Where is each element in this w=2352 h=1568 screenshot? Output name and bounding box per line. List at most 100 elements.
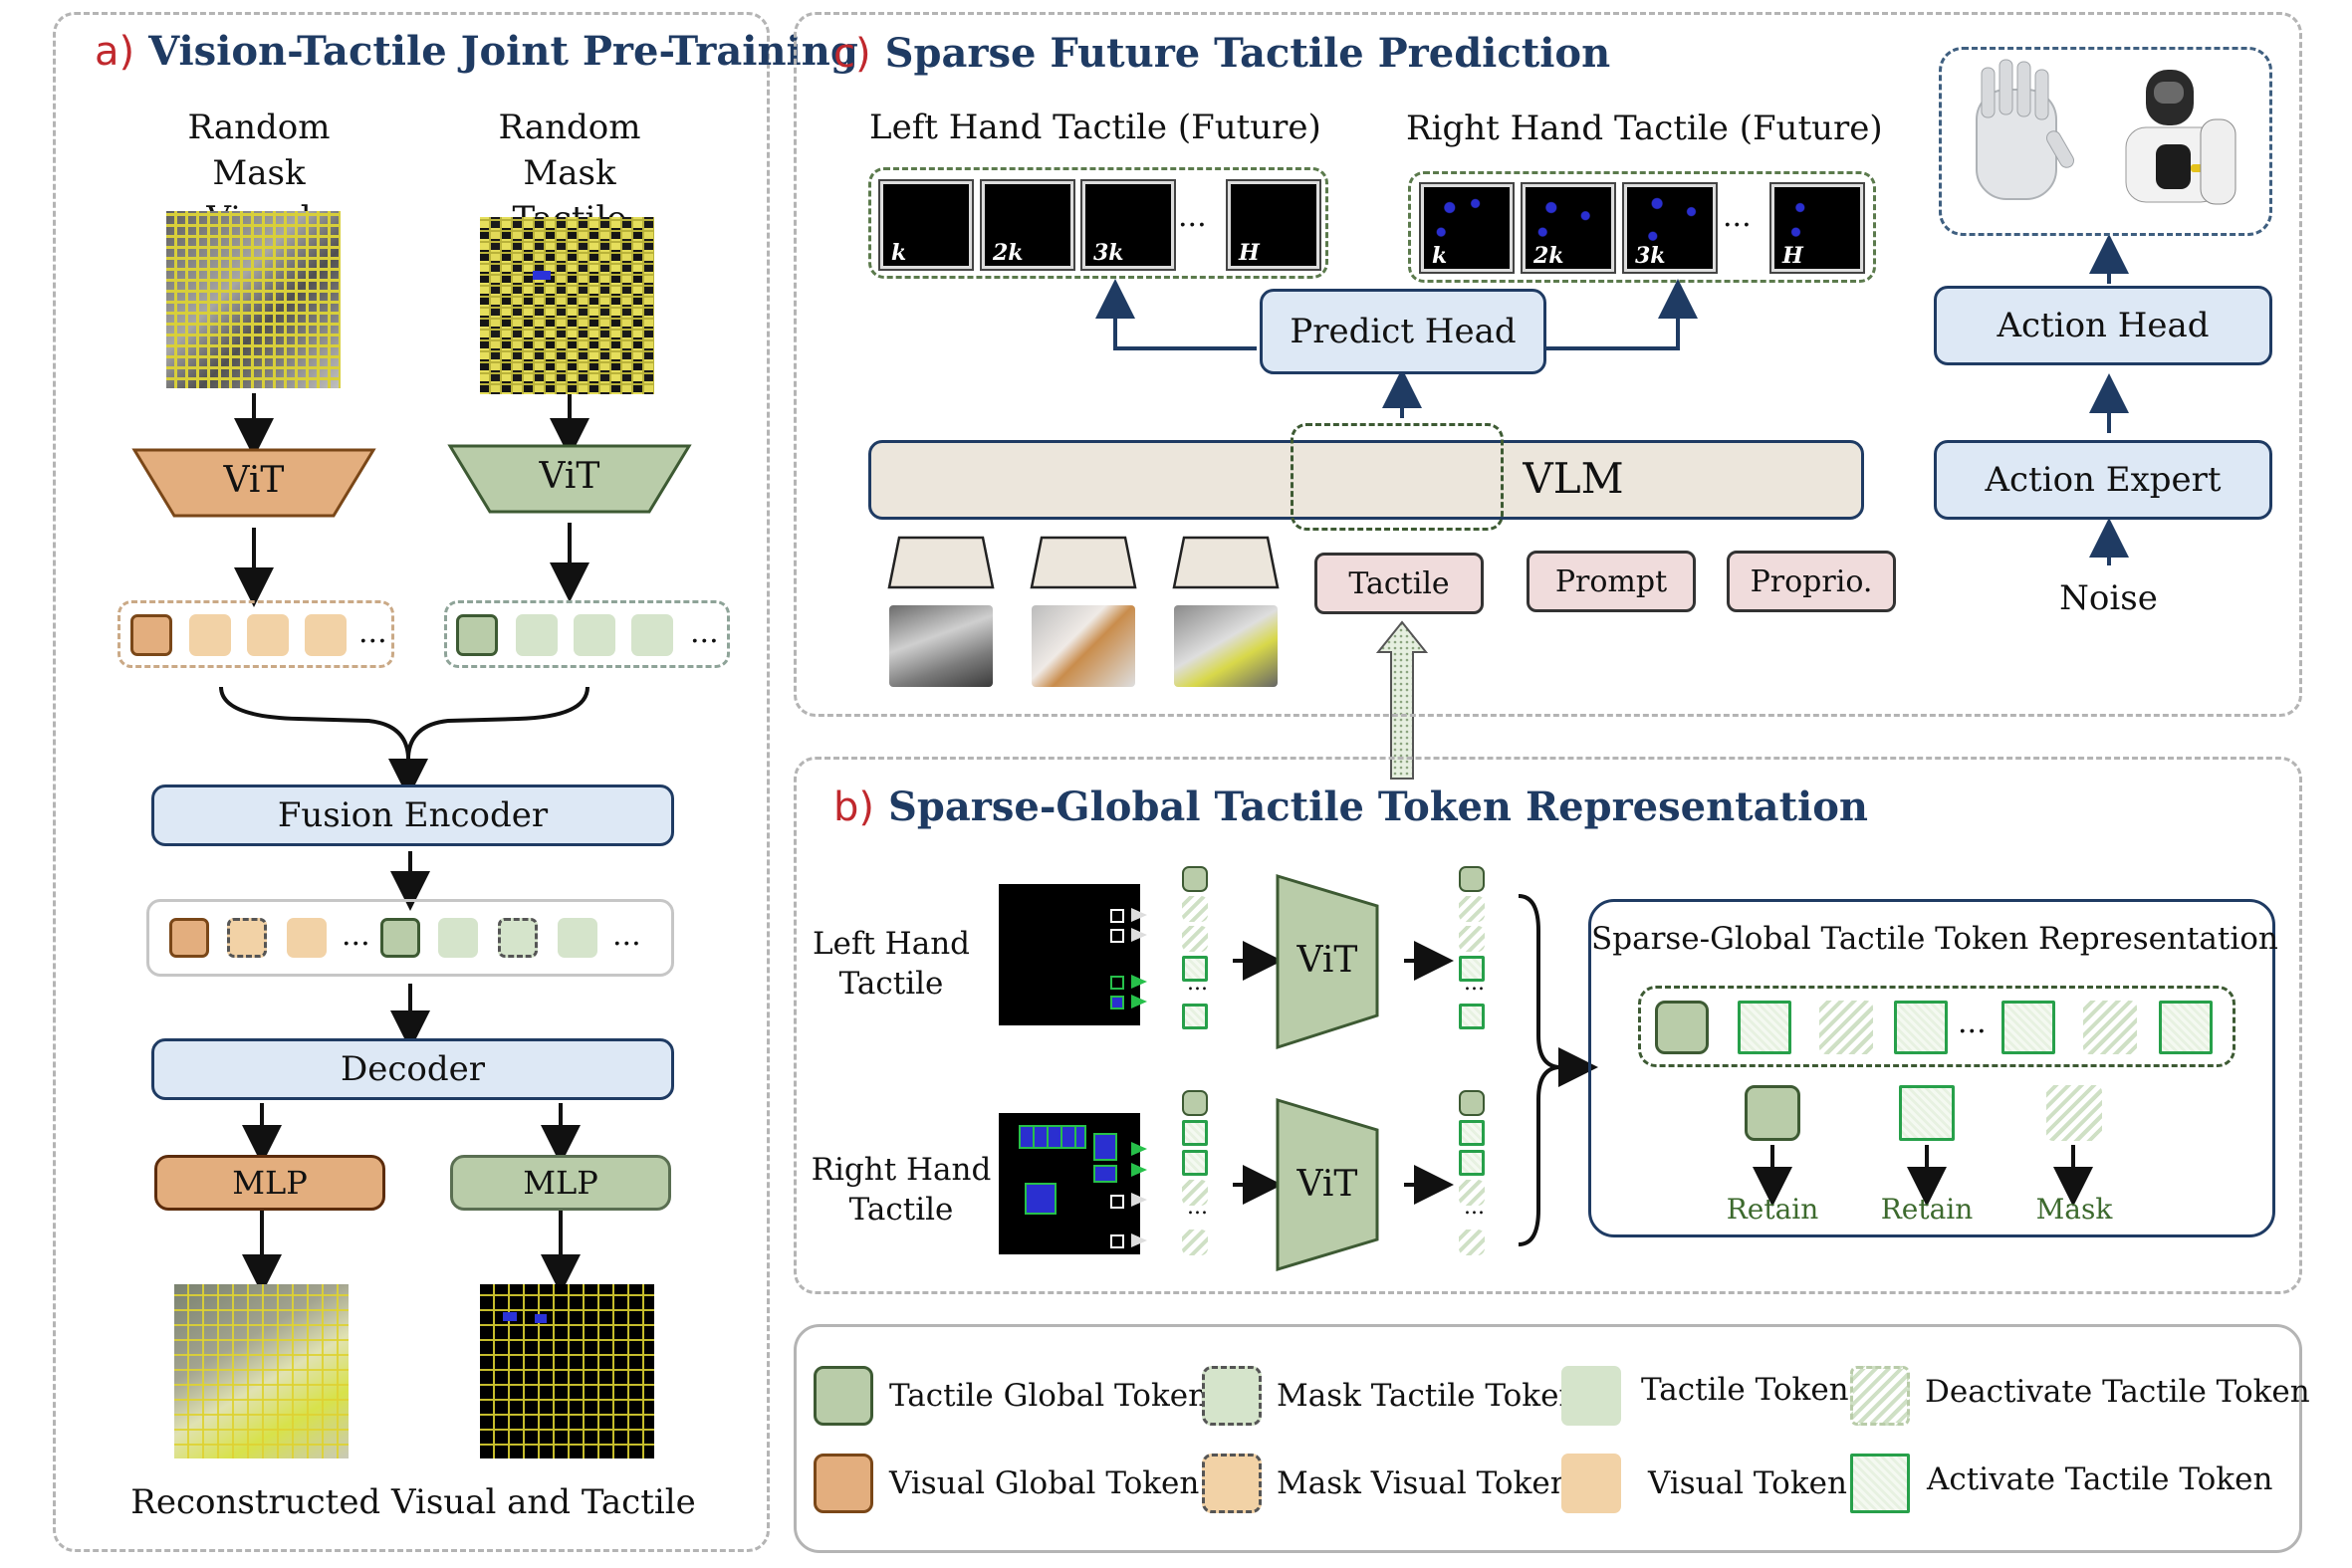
action-expert-box: Action Expert bbox=[1934, 440, 2272, 520]
left-future-frame: 2k bbox=[982, 181, 1073, 269]
representation-box-title: Sparse-Global Tactile Token Representati… bbox=[1591, 921, 2278, 957]
activate-tactile-token bbox=[1459, 1120, 1485, 1146]
legend-activate-tactile: Activate Tactile Token bbox=[1927, 1461, 2273, 1497]
activate-tactile-token bbox=[1738, 1001, 1791, 1054]
ellipsis: ... bbox=[612, 918, 641, 953]
robot-illustration bbox=[1976, 59, 2236, 205]
tactile-input-box: Tactile bbox=[1314, 553, 1484, 614]
deactivate-tactile-token bbox=[1182, 896, 1208, 922]
left-pointer-arrows bbox=[1131, 908, 1147, 1008]
visual-token bbox=[305, 614, 347, 656]
vit-tactile-shape bbox=[447, 444, 692, 514]
legend-mask-visual: Mask Visual Token bbox=[1277, 1465, 1570, 1501]
panel-a-title: a)Vision-Tactile Joint Pre-Training bbox=[95, 28, 858, 75]
panel-b-title: b)Sparse-Global Tactile Token Representa… bbox=[833, 784, 1869, 830]
legend-tactile-token: Tactile Token bbox=[1641, 1372, 1849, 1408]
activate-tactile-token bbox=[1182, 1150, 1208, 1176]
deactivate-tactile-token bbox=[1459, 1230, 1485, 1255]
legend-swatch-visual-global bbox=[814, 1454, 873, 1513]
image-encoder-2 bbox=[1030, 536, 1137, 589]
activate-tactile-token bbox=[2001, 1001, 2055, 1054]
retain-label: Retain bbox=[1726, 1193, 1819, 1226]
ellipsis: ... bbox=[1464, 1195, 1485, 1220]
camera-image-1 bbox=[889, 605, 993, 687]
right-future-label: Right Hand Tactile (Future) bbox=[1406, 109, 1883, 148]
tactile-token bbox=[438, 918, 478, 958]
ellipsis: ... bbox=[1187, 971, 1208, 996]
reconstructed-tactile-image bbox=[480, 1284, 654, 1458]
vit-visual-label: ViT bbox=[223, 460, 285, 501]
panel-c bbox=[794, 12, 2302, 717]
tactile-token bbox=[574, 614, 615, 656]
deactivate-tactile-token bbox=[1182, 926, 1208, 952]
panel-c-title: c)Sparse Future Tactile Prediction bbox=[833, 30, 1611, 77]
activate-tactile-token bbox=[1459, 1004, 1485, 1029]
vlm-bar bbox=[868, 440, 1864, 520]
left-hand-tactile-image bbox=[999, 884, 1140, 1025]
tactile-contact-mark bbox=[503, 1312, 517, 1321]
deactivate-tactile-token bbox=[1819, 1001, 1873, 1054]
legend-swatch-activate bbox=[1850, 1454, 1910, 1513]
left-future-frame: k bbox=[880, 181, 972, 269]
mask-visual-token bbox=[227, 918, 267, 958]
tactile-global-token bbox=[1182, 866, 1208, 892]
mlp-tactile-box: MLP bbox=[450, 1155, 671, 1211]
activate-tactile-token bbox=[1459, 1150, 1485, 1176]
ellipsis: ... bbox=[690, 615, 719, 650]
tactile-global-token bbox=[456, 614, 498, 656]
action-head-box: Action Head bbox=[1934, 286, 2272, 365]
masked-tactile-image bbox=[480, 217, 654, 394]
decoder-box: Decoder bbox=[151, 1038, 674, 1100]
vit-right-shape bbox=[1276, 1097, 1379, 1272]
visual-global-token bbox=[130, 614, 172, 656]
visual-token bbox=[189, 614, 231, 656]
representation-box bbox=[1588, 899, 2275, 1237]
vit-visual-shape bbox=[131, 448, 376, 518]
right-hand-tactile-image bbox=[999, 1113, 1140, 1254]
retain-global-token bbox=[1745, 1085, 1800, 1141]
activate-tactile-token bbox=[1894, 1001, 1948, 1054]
robot-image bbox=[1939, 47, 2272, 236]
ellipsis: ... bbox=[342, 918, 370, 953]
right-future-frame: 3k bbox=[1624, 184, 1716, 272]
tactile-contact-mark bbox=[535, 1314, 547, 1323]
tactile-global-token bbox=[1459, 1090, 1485, 1116]
legend-deactivate-tactile: Deactivate Tactile Token bbox=[1925, 1374, 2310, 1410]
activate-tactile-token bbox=[1182, 1004, 1208, 1029]
legend-mask-tactile: Mask Tactile Token bbox=[1277, 1378, 1579, 1414]
vit-left-label: ViT bbox=[1296, 940, 1358, 981]
right-pointer-arrows bbox=[1131, 1142, 1147, 1247]
legend-swatch-deactivate bbox=[1850, 1366, 1910, 1426]
representation-token-row bbox=[1638, 986, 2235, 1067]
right-future-frame: H bbox=[1771, 184, 1863, 272]
tactile-token bbox=[558, 918, 597, 958]
reconstructed-label: Reconstructed Visual and Tactile bbox=[130, 1482, 696, 1522]
fusion-encoder-box: Fusion Encoder bbox=[151, 784, 674, 846]
deactivate-tactile-token bbox=[1459, 926, 1485, 952]
legend-tactile-global: Tactile Global Token bbox=[889, 1378, 1209, 1414]
legend-swatch-mask-visual bbox=[1202, 1454, 1262, 1513]
vit-right-label: ViT bbox=[1296, 1164, 1358, 1205]
left-future-frame: H bbox=[1228, 181, 1319, 269]
deactivate-tactile-token bbox=[1182, 1180, 1208, 1206]
activate-tactile-token bbox=[1182, 1120, 1208, 1146]
image-encoder-1 bbox=[887, 536, 995, 589]
right-future-group bbox=[1408, 171, 1876, 283]
camera-image-3 bbox=[1174, 605, 1278, 687]
noise-label: Noise bbox=[2059, 578, 2158, 618]
mlp-visual-box: MLP bbox=[154, 1155, 385, 1211]
mask-tactile-token bbox=[498, 918, 538, 958]
tactile-global-token bbox=[380, 918, 420, 958]
legend-swatch-tactile-token bbox=[1561, 1366, 1621, 1426]
prompt-input-box: Prompt bbox=[1527, 551, 1696, 612]
tactile-global-token bbox=[1182, 1090, 1208, 1116]
deactivate-tactile-token bbox=[1459, 1180, 1485, 1206]
legend-visual-token: Visual Token bbox=[1648, 1465, 1847, 1501]
left-future-frame: 3k bbox=[1082, 181, 1174, 269]
ellipsis: ... bbox=[358, 615, 387, 650]
ellipsis: ... bbox=[1723, 199, 1752, 234]
retain-activate-token bbox=[1899, 1085, 1955, 1141]
left-hand-tactile-label: Left Hand Tactile bbox=[812, 926, 971, 1002]
deactivate-tactile-token bbox=[2083, 1001, 2137, 1054]
vlm-label: VLM bbox=[1523, 454, 1624, 503]
